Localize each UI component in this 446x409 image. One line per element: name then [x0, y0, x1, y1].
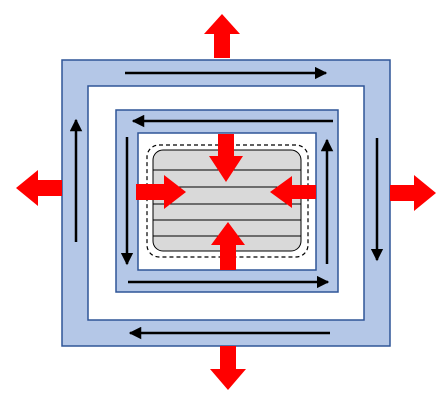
red-inward-arrow-up-icon [211, 222, 245, 270]
red-outward-arrow-down-icon [210, 346, 246, 390]
inward-arrows [136, 134, 316, 270]
red-inward-arrow-down-icon [209, 134, 243, 182]
red-inward-arrow-left-icon [270, 176, 316, 208]
red-outward-arrow-left-icon [16, 170, 62, 206]
red-outward-arrow-up-icon [204, 14, 240, 58]
outer-flow-arrows [69, 66, 384, 340]
outward-arrows [16, 14, 436, 390]
inner-flow-arrows [120, 114, 334, 289]
red-inward-arrow-right-icon [136, 175, 186, 209]
red-outward-arrow-right-icon [390, 175, 436, 211]
